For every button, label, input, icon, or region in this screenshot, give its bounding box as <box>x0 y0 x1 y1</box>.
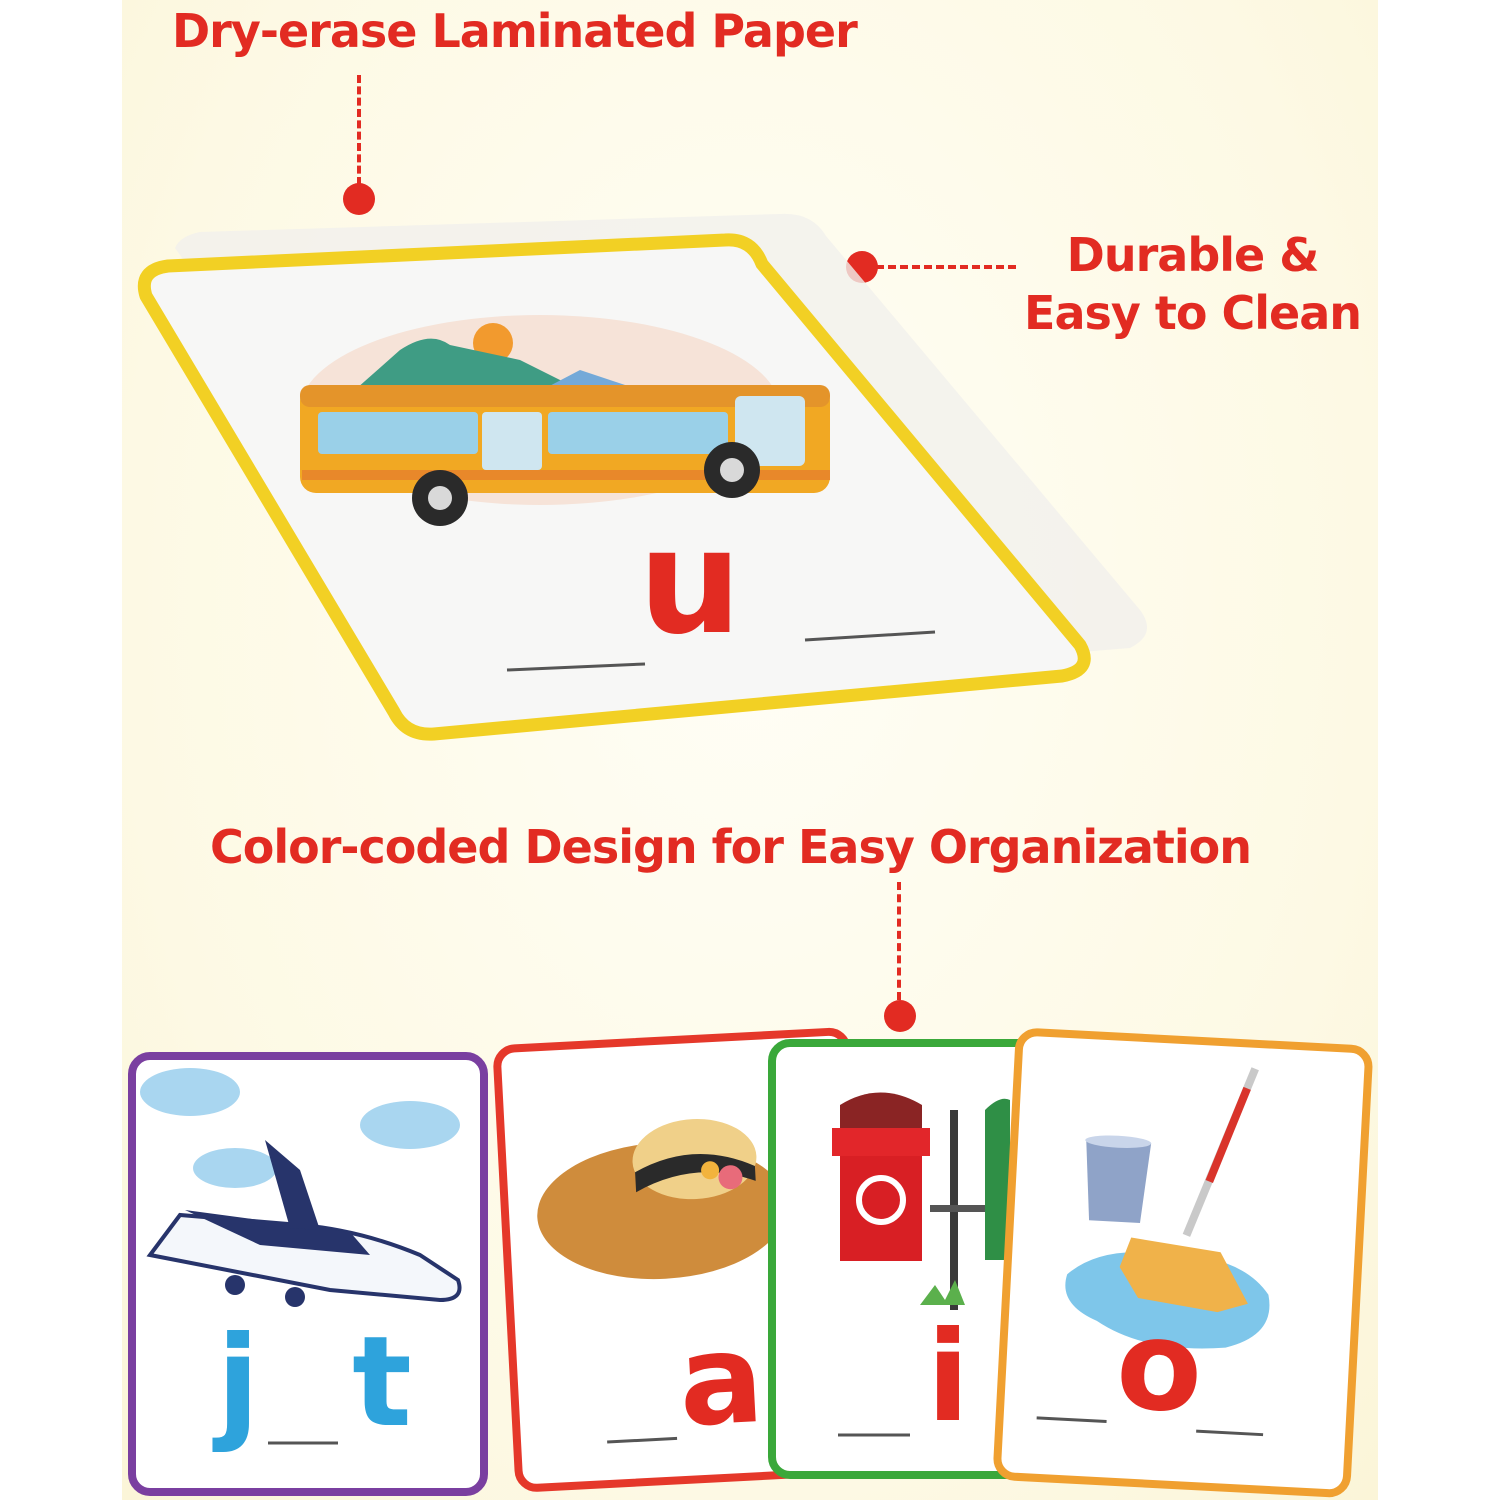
card-mop-blank-right <box>1196 1429 1264 1437</box>
durable-label: Durable & Easy to Clean <box>1000 226 1385 342</box>
card-hat-letter: a <box>675 1306 767 1455</box>
color-coded-connector <box>897 882 901 1000</box>
color-coded-dot <box>884 1000 916 1032</box>
card-mop-blank-left <box>1036 1416 1107 1423</box>
recycle-bin-icon <box>832 1092 1010 1310</box>
card-jet-letter-2: t <box>352 1310 412 1455</box>
color-coded-label: Color-coded Design for Easy Organization <box>210 820 1252 874</box>
main-card-letter: u <box>638 498 741 667</box>
airplane-icon <box>140 1068 462 1307</box>
sun-hat-icon <box>537 1119 788 1280</box>
bus-icon <box>300 315 830 526</box>
card-bin-letter: i <box>927 1305 970 1450</box>
durable-label-line2: Easy to Clean <box>1024 286 1362 340</box>
laminated-connector <box>357 75 361 185</box>
durable-label-line1: Durable & <box>1066 228 1320 282</box>
card-jet: j t <box>128 1052 488 1496</box>
main-card-blank-right <box>804 630 936 642</box>
laminated-paper-label: Dry-erase Laminated Paper <box>172 4 858 58</box>
card-hat-blank <box>607 1436 678 1444</box>
mop-bucket-icon <box>1065 1067 1270 1349</box>
durable-connector <box>876 265 1016 269</box>
card-jet-letter-1: j <box>212 1310 260 1455</box>
laminated-dot <box>343 183 375 215</box>
card-mop-letter: o <box>1113 1292 1206 1441</box>
main-card-blank-left <box>506 662 646 672</box>
card-mop: o <box>993 1028 1373 1498</box>
main-bus-card: u <box>137 213 1148 741</box>
